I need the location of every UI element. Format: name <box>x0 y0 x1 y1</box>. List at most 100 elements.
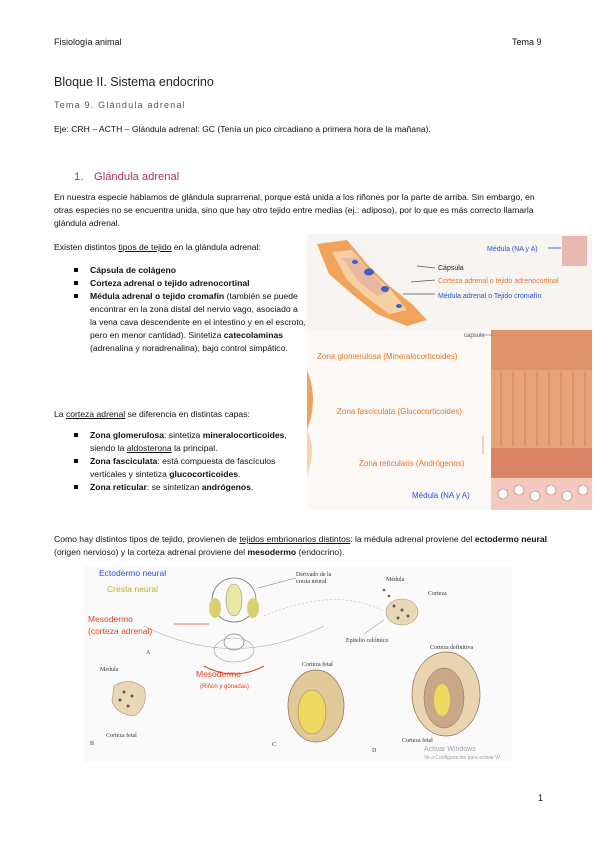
item-corteza: Corteza adrenal o tejido adrenocortinal <box>90 278 250 288</box>
mineralocorticoides: mineralocorticoides <box>202 430 285 440</box>
zone-glomerulosa-tissue <box>491 330 592 370</box>
migration-arrow <box>263 599 385 617</box>
glomerulosa-label: Zona glomerulosa (Mineralocorticoides) <box>317 352 458 361</box>
rinon-label: (Riñón y gónadas) <box>200 684 249 690</box>
como-end: (endocrino). <box>296 547 345 557</box>
aorta <box>223 633 245 651</box>
axis-line: Eje: CRH – ACTH – Glándula adrenal: GC (… <box>54 124 431 134</box>
como-link: tejidos embrionarios distintos <box>239 534 351 544</box>
item-medula-text: (también se puede encontrar en la zona d… <box>90 291 306 340</box>
gland-c-center <box>297 689 327 735</box>
item-capsula: Cápsula de colágeno <box>90 265 176 275</box>
fascicle-lines <box>500 372 586 446</box>
embryo-contour <box>143 625 325 649</box>
inner-medulla <box>342 258 389 296</box>
derivado-label-1: Derivado de la <box>296 572 332 578</box>
letter-c: C <box>272 742 276 748</box>
mesodermo-b-label: Mesodermo <box>196 669 241 679</box>
corteza-pre: La <box>54 409 66 419</box>
zone-fasciculata-tissue <box>491 370 592 448</box>
zona-reticular-end: . <box>250 482 254 492</box>
letter-b: B <box>90 741 94 747</box>
zona-glomerulosa: Zona glomerulosa <box>90 430 165 440</box>
mesoderm-ring <box>213 637 255 663</box>
zona-glomerulosa-text2: , siendo la <box>90 430 287 453</box>
block-title: Bloque II. Sistema endocrino <box>54 75 214 89</box>
zona-glomerulosa-end: la principal. <box>171 443 218 453</box>
ectodermo-label: Ectodermo neural <box>99 568 166 578</box>
list-item: Zona reticular: se sintetizan andrógenos… <box>54 481 306 494</box>
vessel-shape <box>381 286 389 292</box>
mesodermo-corteza-label: (corteza adrenal) <box>88 626 152 636</box>
zona-reticular: Zona reticular <box>90 482 147 492</box>
zones-list: Zona glomerulosa: sintetiza mineralocort… <box>54 429 306 494</box>
intro-paragraph: En nuestra especie hablamos de glándula … <box>54 192 535 228</box>
embryology-figure: Ectodermo neural Cresta neural Derivado … <box>84 566 512 762</box>
derivado-label-2: cresta neural <box>296 579 327 585</box>
corteza-post: se diferencia en distintas capas: <box>125 409 250 419</box>
list-item: Zona glomerulosa: sintetiza mineralocort… <box>54 429 306 455</box>
corteza-fetal-d-label: Corteza fetal <box>402 737 433 744</box>
item-catecolaminas: catecolaminas <box>223 330 283 340</box>
fasciculata-label: Zona fasciculata (Glucocorticoides) <box>337 407 462 416</box>
list-item: Zona fasciculata: está compuesta de fasc… <box>54 455 306 481</box>
histology-thumb <box>562 236 587 266</box>
letter-a: A <box>146 650 151 656</box>
watermark-line-1: Activar Windows <box>424 746 476 753</box>
medula-b-label: Médula <box>100 667 119 673</box>
topic-subtitle: Tema 9. Glándula adrenal <box>54 100 186 110</box>
pointer-line <box>257 577 297 589</box>
neural-crest-right <box>247 598 259 618</box>
cortex-edge <box>307 370 313 430</box>
item-medula: Médula adrenal o tejido cromafín <box>90 291 225 301</box>
zona-reticular-text: : se sintetizan <box>146 482 202 492</box>
mesodermo-label: Mesodermo <box>88 614 133 624</box>
corteza-link: corteza adrenal <box>65 409 126 419</box>
primordium-b <box>111 681 146 717</box>
corteza-a-label: Corteza <box>428 591 447 597</box>
zona-fasciculata-text: : está compuesta de fascículos verticale… <box>90 456 276 479</box>
zona-fasciculata: Zona fasciculata <box>90 456 158 466</box>
epitelio-label: Epitelio celómico <box>346 638 389 644</box>
mesodermo: mesodermo <box>247 547 297 557</box>
medula-a-label: Médula <box>386 577 405 583</box>
androgenos: andrógenos <box>201 482 251 492</box>
fig1-corteza-label: Corteza adrenal o tejido adrenocortinal <box>438 278 559 285</box>
corteza-fetal-b-label: Corteza fetal <box>106 732 137 739</box>
letter-d: D <box>372 748 377 754</box>
list-item: Médula adrenal o tejido cromafín (tambié… <box>54 290 306 355</box>
medulla-edge <box>307 430 312 475</box>
pointer-line <box>416 265 436 269</box>
fig1-medula-label: Médula (NA y A) <box>487 246 538 253</box>
primordium-a <box>385 598 419 626</box>
cresta-label: Cresta neural <box>107 584 158 594</box>
tipos-pre: Existen distintos <box>54 242 119 252</box>
neural-tube <box>225 583 243 617</box>
section-title: Glándula adrenal <box>94 171 180 183</box>
tipos-link: tipos de tejido <box>118 242 172 252</box>
zona-fasciculata-end: . <box>238 469 241 479</box>
glucocorticoides: glucocorticoides <box>169 469 239 479</box>
como-mid: : la médula adrenal proviene del <box>350 534 475 544</box>
vessel-shape <box>364 268 374 276</box>
como-mid2: (origen nervioso) y la corteza adrenal p… <box>54 547 248 557</box>
fig1-medula2-label: Médula adrenal o Tejido cromafín <box>438 293 541 300</box>
watermark-line-2: Ve a Configuración para activar W <box>424 755 500 761</box>
zone-reticularis-tissue <box>491 448 592 478</box>
ectodermo-neural: ectodermo neural <box>474 534 548 544</box>
vessel-shape <box>352 260 358 264</box>
gland-d-center <box>434 684 450 716</box>
corteza-fetal-c-label: Corteza fetal <box>302 661 333 668</box>
vessel-shape <box>396 304 402 308</box>
crest-cells-b <box>118 690 134 708</box>
item-medula-end: (adrenalina y noradrenalina), bajo contr… <box>90 343 288 353</box>
section-heading: 1. Glándula adrenal <box>74 171 179 183</box>
medula-label: Médula (NA y A) <box>412 491 470 500</box>
running-header-left: Fisiología animal <box>54 37 122 47</box>
list-item: Corteza adrenal o tejido adrenocortinal <box>54 277 306 290</box>
pointer-line <box>363 619 385 635</box>
adrenal-section-figure: Médula (NA y A) Cápsula Corteza adrenal … <box>307 234 592 330</box>
section-number: 1. <box>74 171 84 183</box>
list-item: Cápsula de colágeno <box>54 264 306 277</box>
mesoderm-line <box>203 665 265 675</box>
